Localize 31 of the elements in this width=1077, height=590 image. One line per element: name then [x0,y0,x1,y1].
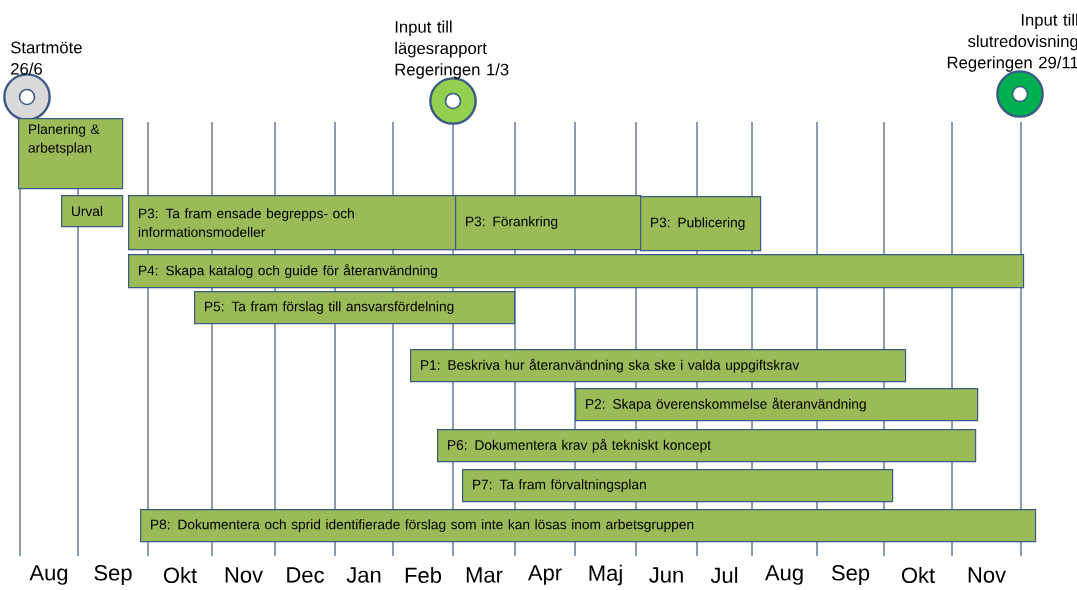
month-label: Nov [968,567,1006,583]
month-label: Mar [466,567,503,583]
month-label: Aug [765,565,803,585]
task-bar: Urval [61,195,124,228]
task-bar: Planering & arbetsplan [18,118,124,190]
task-bar: P3: Publicering [640,196,762,252]
task-bar: P8: Dokumentera och sprid identifierade förslag som inte kan lösas inom arbetsgruppen [140,509,1037,543]
task-bar: P3: Förankring [455,195,642,251]
task-bar: P7: Ta fram förvaltningsplan [462,469,894,503]
month-label: Jun [649,567,683,583]
month-label: Apr [527,565,562,585]
month-label: Jul [710,566,738,584]
milestone-label: Input till lägesrapport Regeringen 1/3 [395,20,509,79]
task-bar: P3: Ta fram ensade begrepps- och informationsmodeller [128,195,457,251]
month-label: Jan [346,567,381,583]
month-label: Sep [831,565,870,585]
task-bar: P2: Skapa överenskommelse återanvändning [575,388,979,422]
month-label: Maj [589,564,622,586]
task-bar: P4: Skapa katalog och guide för återanvändning [128,254,1025,289]
milestone-label: Startmöte 26/6 [11,41,82,75]
milestone-label: Input till slutredovisning Regeringen 29/11 [947,13,1077,72]
month-label: Okt [163,566,197,584]
month-label: Feb [405,566,442,584]
month-label: Dec [287,567,324,583]
month-label: Aug [29,565,68,585]
task-bar: P6: Dokumentera krav på tekniskt koncept [437,429,977,463]
task-bar: P5: Ta fram förslag till ansvarsfördelning [194,291,516,325]
month-label: Nov [225,567,263,583]
month-label: Okt [901,566,935,584]
month-label: Sep [94,565,132,585]
task-bar: P1: Beskriva hur återanvändning ska ske i valda uppgiftskrav [410,349,907,383]
